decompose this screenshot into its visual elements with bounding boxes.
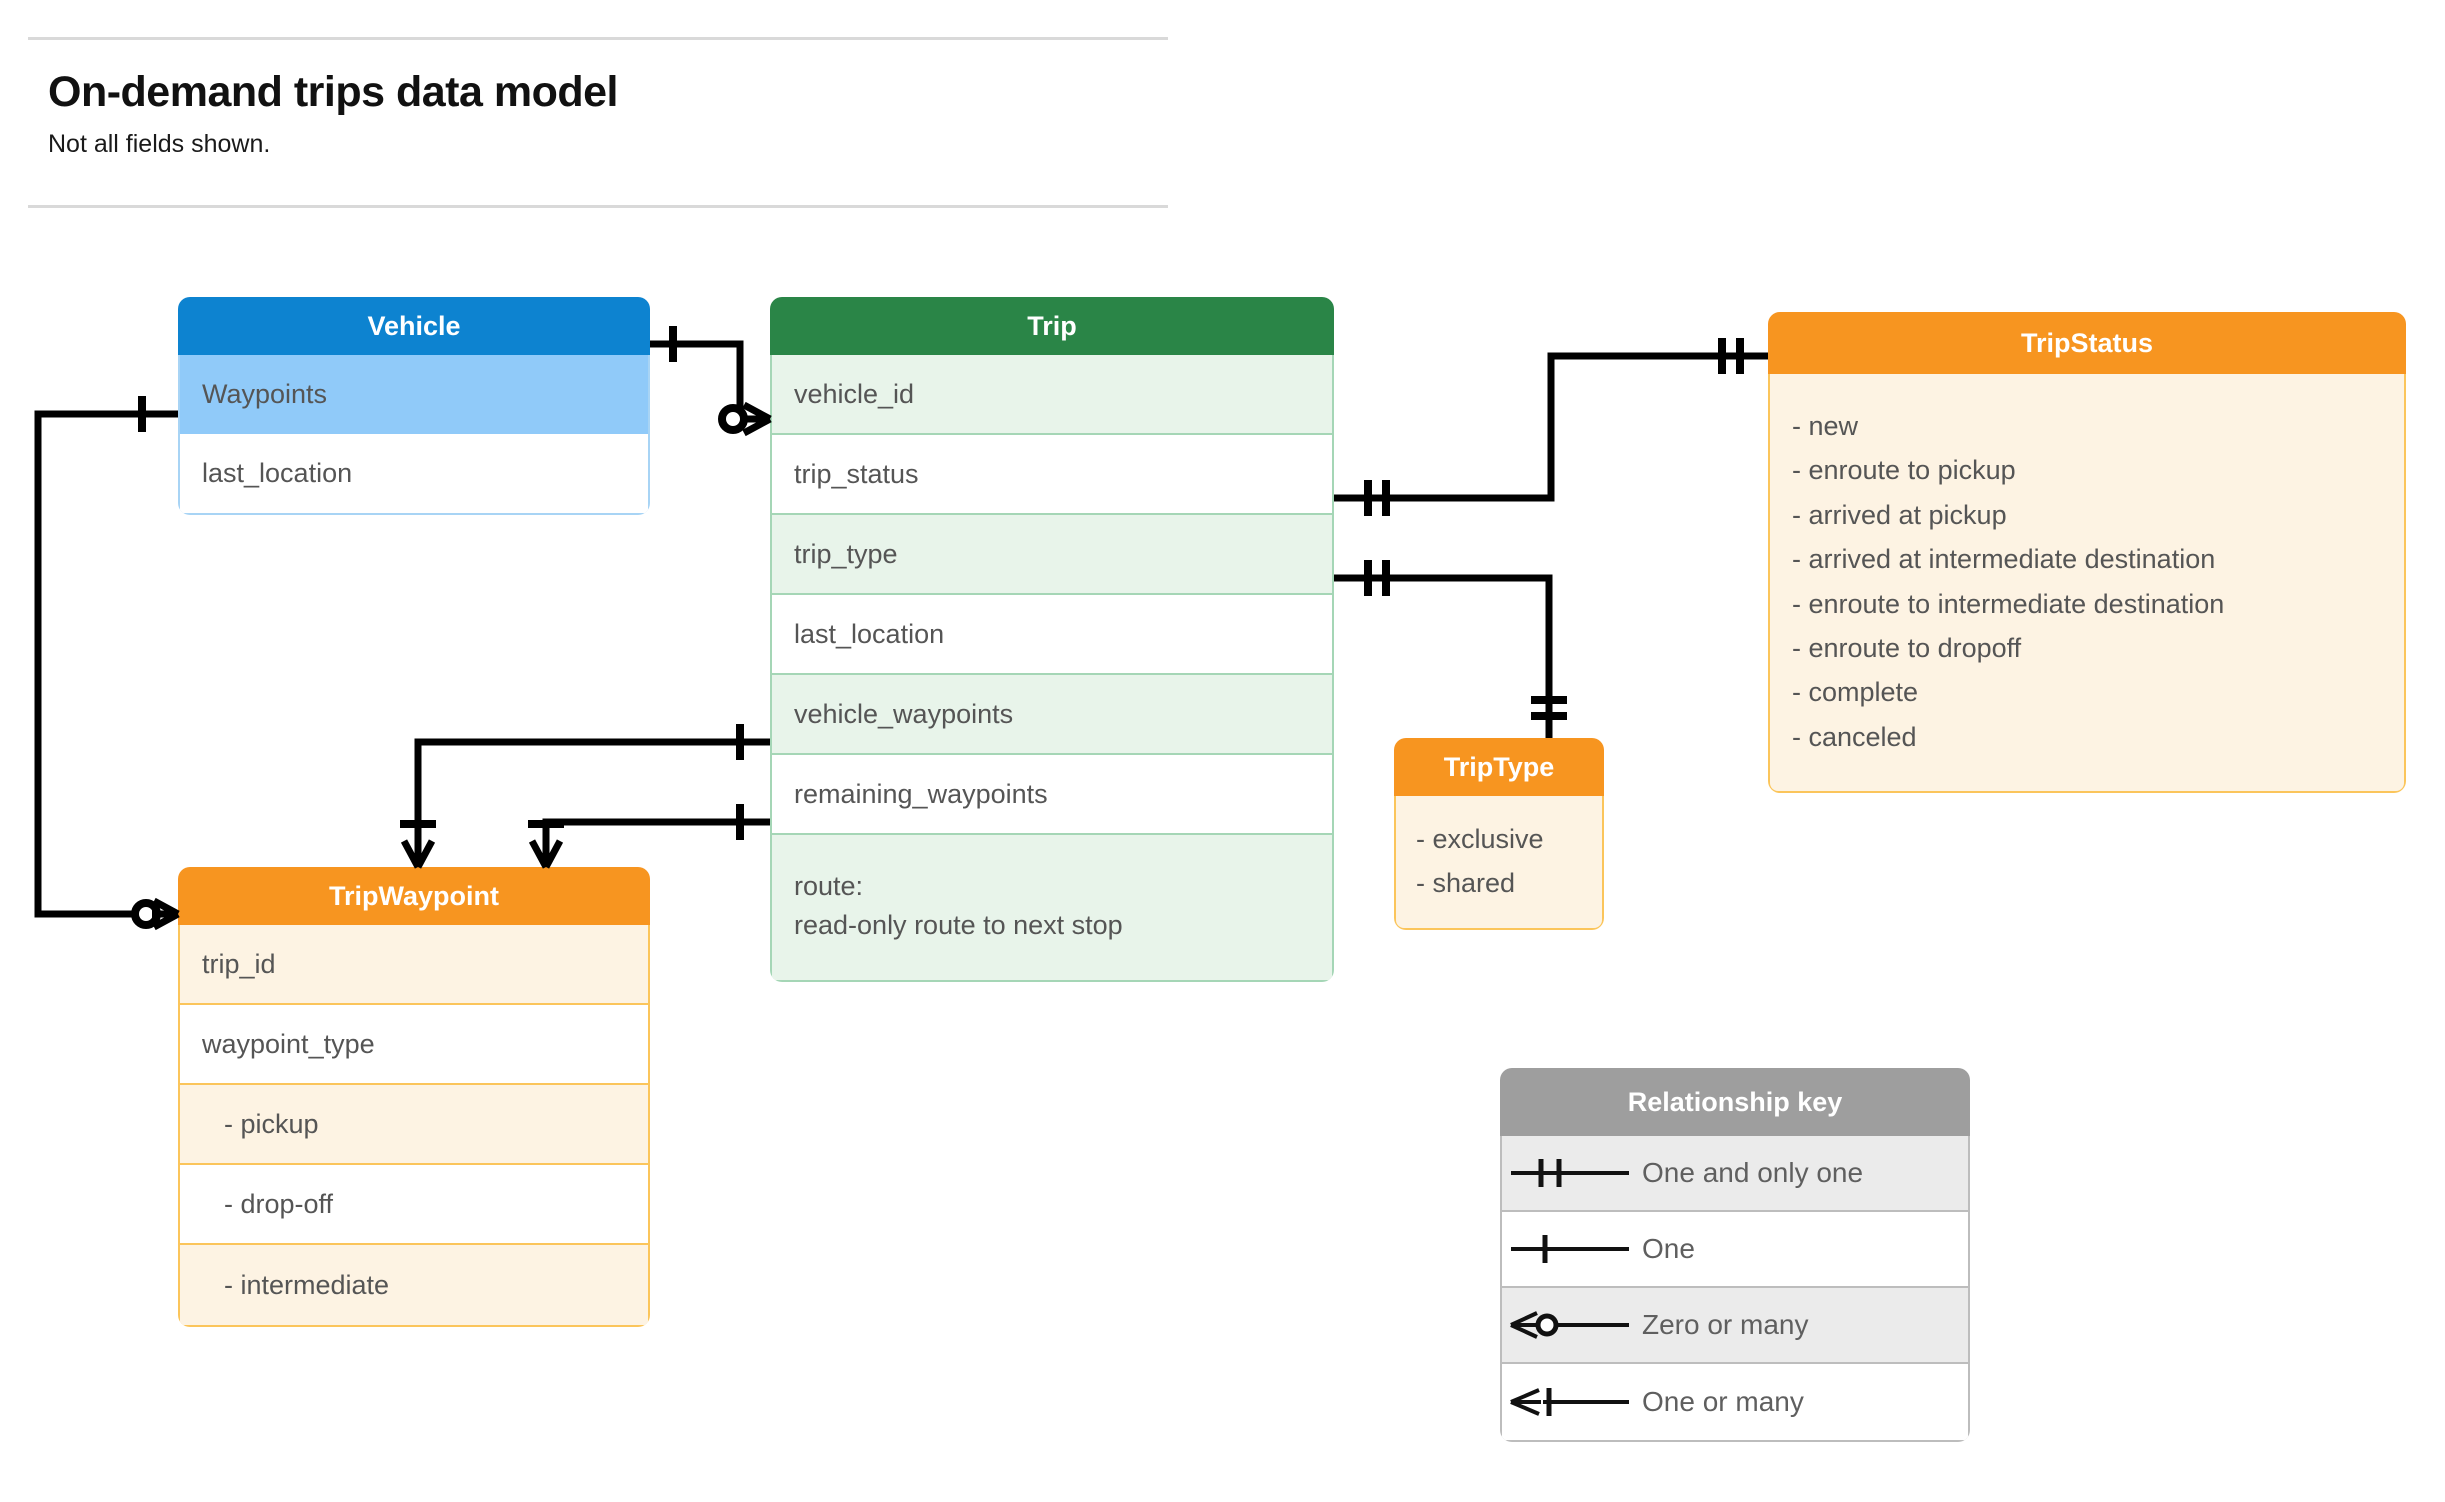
entity-vehicle-body: Waypoints last_location [178,355,650,515]
field-vehicle-waypoints[interactable]: Waypoints [180,355,648,434]
legend-label: Zero or many [1642,1309,1809,1340]
legend-label: One and only one [1642,1157,1864,1188]
entity-tripstatus-body: - new - enroute to pickup - arrived at p… [1768,374,2406,794]
connector-remaining-waypoints-field [542,818,770,867]
field-trip-vehicle-waypoints[interactable]: vehicle_waypoints [772,675,1332,755]
tripstatus-value: - new [1792,411,1859,441]
field-vehicle-last-location[interactable]: last_location [180,434,648,513]
tripstatus-value: - complete [1792,677,1919,708]
one-icon [1502,1212,1642,1286]
field-trip-route[interactable]: route: read-only route to next stop [772,835,1332,980]
zero-or-many-icon [1502,1288,1642,1362]
page-title: On-demand trips data model [48,68,618,116]
field-trip-vehicle-id[interactable]: vehicle_id [772,355,1332,435]
entity-triptype-title: TripType [1394,738,1604,796]
connector-vehicle-waypoints-to-tripwaypoint [34,410,178,918]
tripstatus-value: - enroute to dropoff [1792,632,2022,663]
entity-trip[interactable]: Trip vehicle_id trip_status trip_type la… [770,297,1334,982]
connector-tripstatus [1334,352,1768,502]
tripstatus-value: - canceled [1792,721,1917,752]
header-divider-bottom [28,205,1168,208]
entity-tripwaypoint-title: TripWaypoint [178,867,650,925]
legend-row-one-and-only-one: One and only one [1502,1136,1968,1212]
legend-row-one: One [1502,1212,1968,1288]
header-divider-top [28,37,1168,40]
triptype-value: - exclusive [1416,824,1544,854]
connector-vehicle-waypoints-field [414,738,770,867]
field-trip-trip-status[interactable]: trip_status [772,435,1332,515]
connector-vehicle-to-trip [650,340,770,423]
tripstatus-value: - enroute to pickup [1792,455,2016,486]
entity-tripstatus[interactable]: TripStatus - new - enroute to pickup - a… [1768,312,2406,794]
entity-tripwaypoint[interactable]: TripWaypoint trip_id waypoint_type - pic… [178,867,650,1327]
relationship-key-title: Relationship key [1500,1068,1970,1136]
field-tripwaypoint-pickup[interactable]: - pickup [180,1085,648,1165]
relationship-key-body: One and only one One [1500,1136,1970,1442]
field-tripwaypoint-waypoint-type[interactable]: waypoint_type [180,1005,648,1085]
field-tripwaypoint-trip-id[interactable]: trip_id [180,925,648,1005]
entity-triptype-body: - exclusive - shared [1394,796,1604,930]
entity-trip-body: vehicle_id trip_status trip_type last_lo… [770,355,1334,982]
field-tripwaypoint-intermediate[interactable]: - intermediate [180,1245,648,1325]
legend-row-one-or-many: One or many [1502,1364,1968,1440]
entity-tripwaypoint-body: trip_id waypoint_type - pickup - drop-of… [178,925,650,1327]
one-and-only-one-icon [1502,1136,1642,1210]
tripstatus-value: - arrived at intermediate destination [1792,544,2216,575]
entity-vehicle-title: Vehicle [178,297,650,355]
entity-triptype[interactable]: TripType - exclusive - shared [1394,738,1604,930]
legend-label: One [1642,1233,1695,1264]
tripstatus-value: - enroute to intermediate destination [1792,588,2225,619]
one-or-many-icon [1502,1364,1642,1440]
entity-trip-title: Trip [770,297,1334,355]
legend-label: One or many [1642,1386,1804,1417]
field-trip-route-line1: route: [794,871,864,901]
connector-triptype [1334,574,1553,738]
field-trip-remaining-waypoints[interactable]: remaining_waypoints [772,755,1332,835]
field-trip-trip-type[interactable]: trip_type [772,515,1332,595]
tripstatus-value: - arrived at pickup [1792,499,2007,530]
triptype-value: - shared [1416,867,1516,898]
entity-vehicle[interactable]: Vehicle Waypoints last_location [178,297,650,515]
legend-row-zero-or-many: Zero or many [1502,1288,1968,1364]
relationship-key-legend: Relationship key One and only one [1500,1068,1970,1442]
field-trip-route-line2: read-only route to next stop [794,910,1123,941]
page-subtitle: Not all fields shown. [48,130,271,158]
field-tripwaypoint-dropoff[interactable]: - drop-off [180,1165,648,1245]
field-trip-last-location[interactable]: last_location [772,595,1332,675]
entity-tripstatus-title: TripStatus [1768,312,2406,374]
